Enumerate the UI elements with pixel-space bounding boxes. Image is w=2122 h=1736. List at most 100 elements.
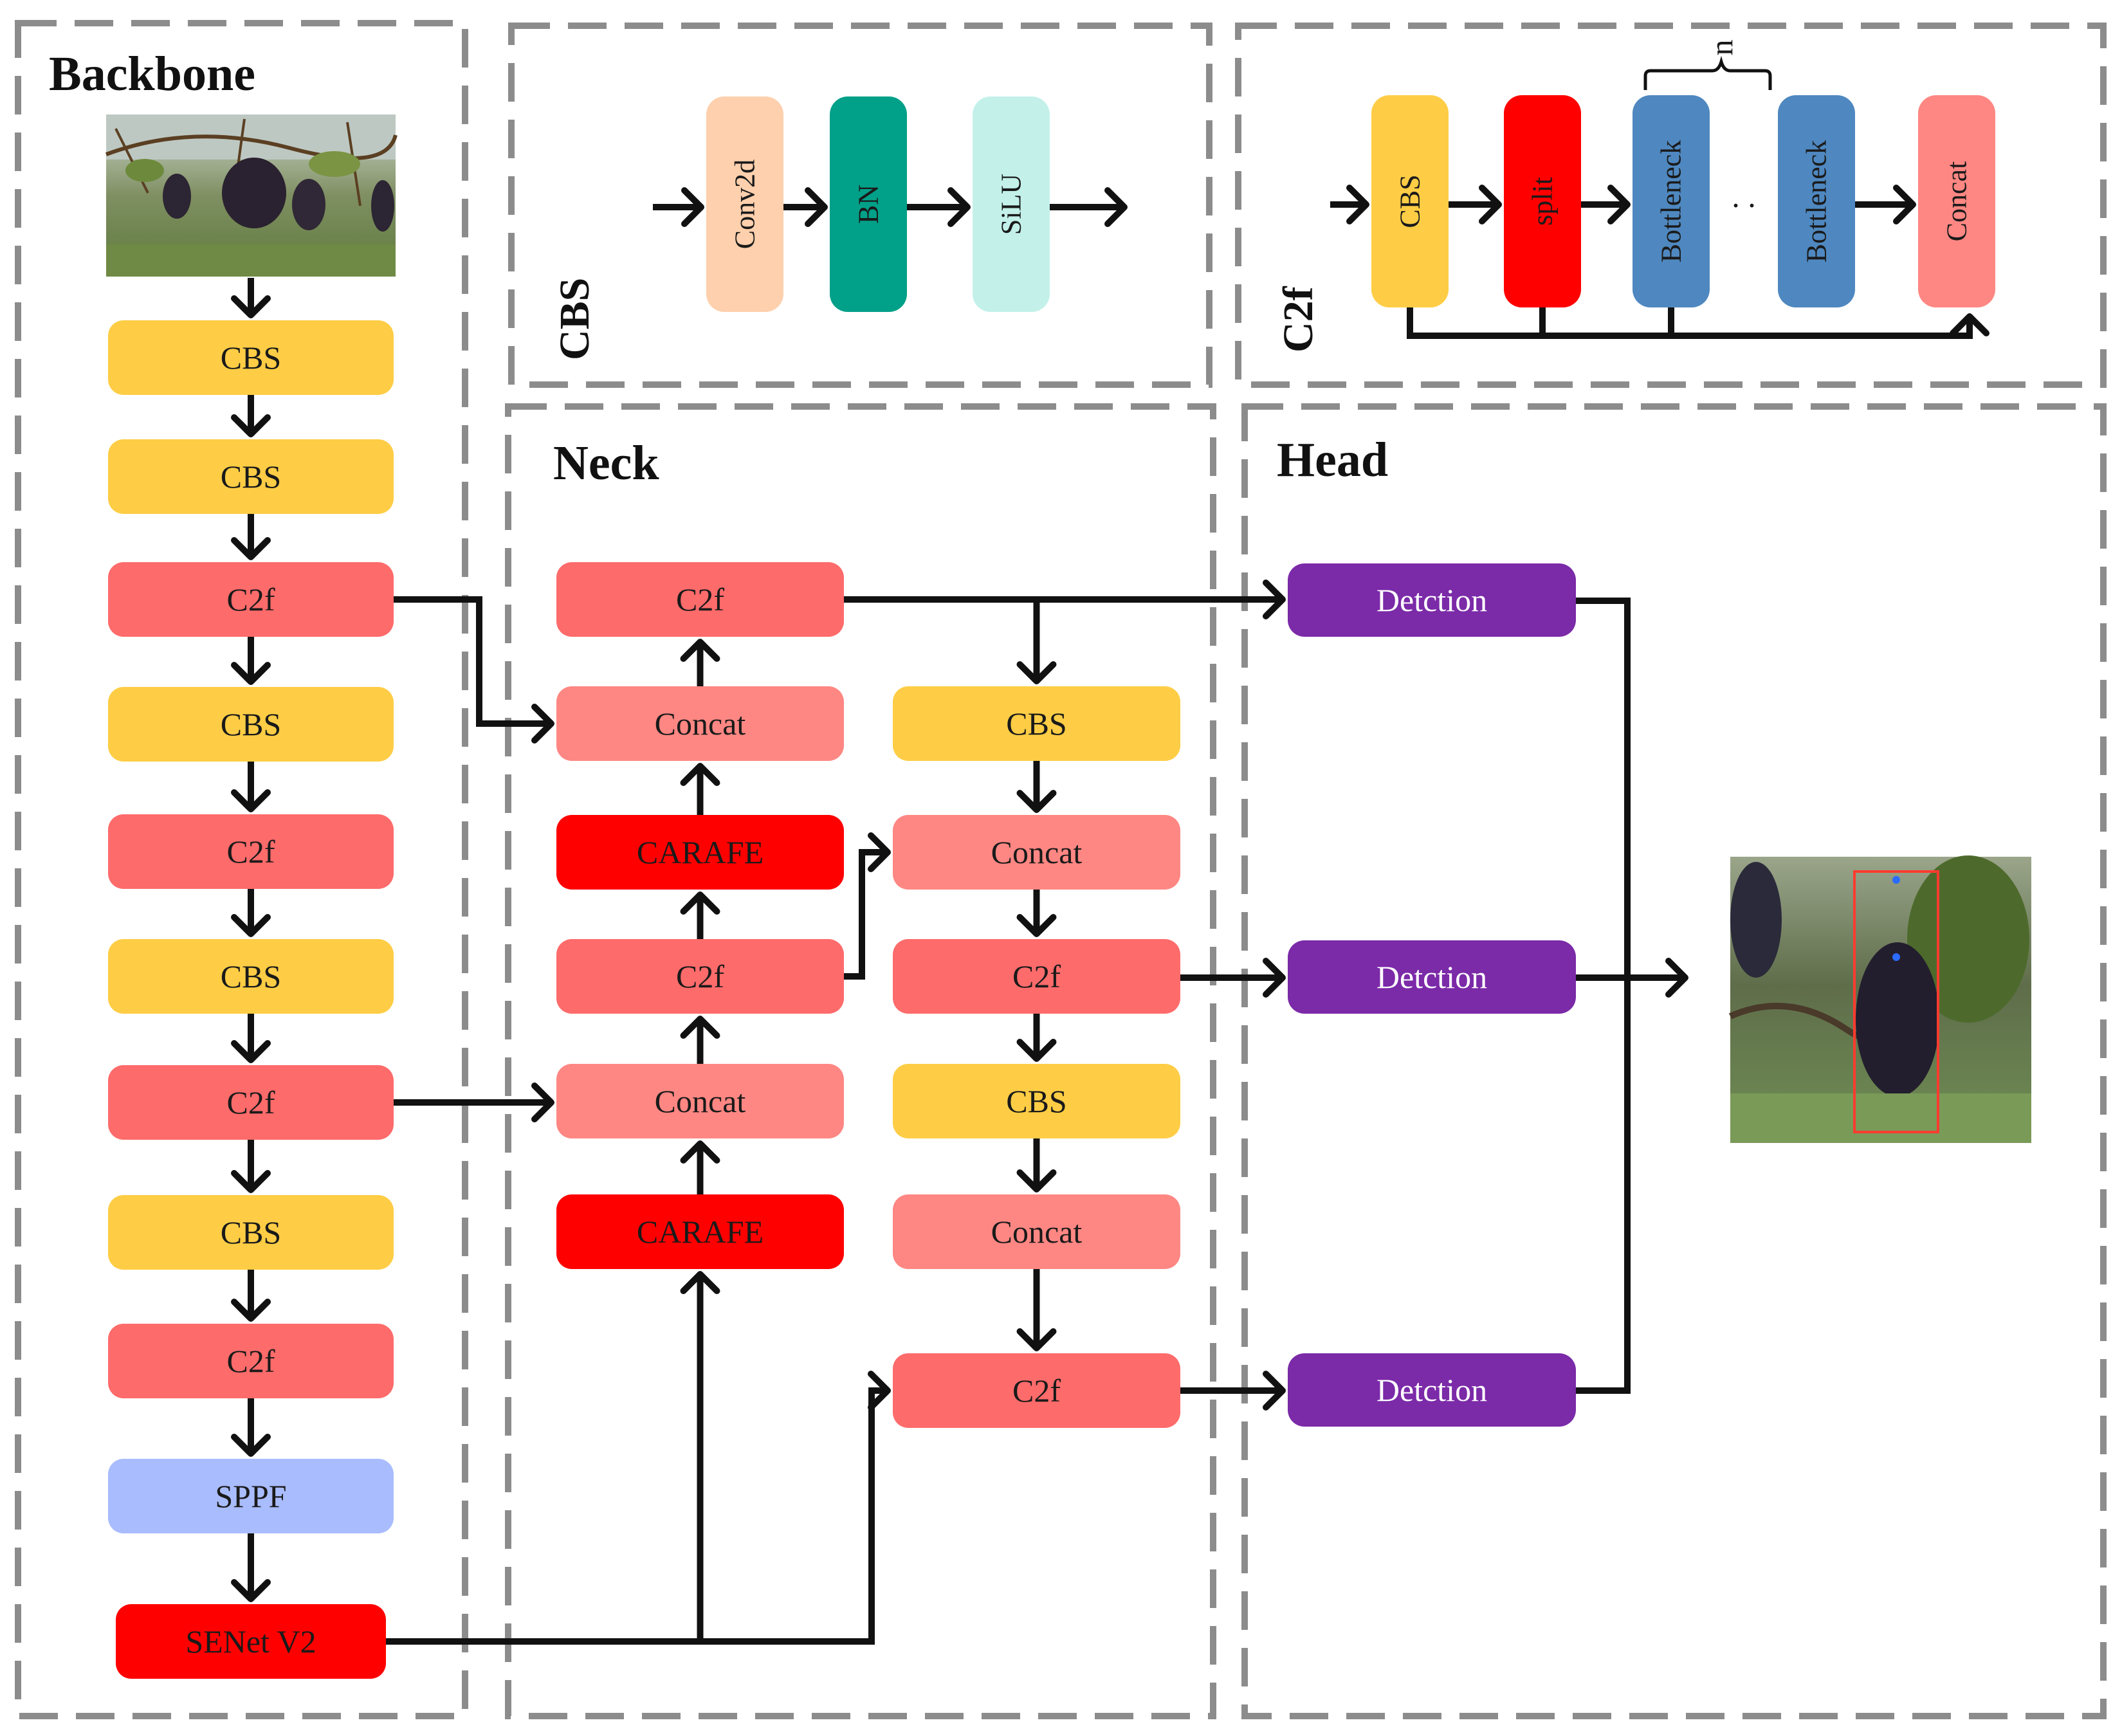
neck-right-node-5-label: Concat — [991, 1214, 1083, 1250]
backbone-node-3: C2f — [108, 562, 394, 637]
backbone-node-2: CBS — [108, 439, 394, 514]
edge-to-output-head — [1665, 958, 1688, 998]
neck-left-node-3-label: CARAFE — [637, 834, 764, 870]
edge-senet-to-carafe-head — [680, 1271, 720, 1294]
neck-left-edge-5-head — [680, 1140, 720, 1164]
head-detection-2-label: Detction — [1377, 959, 1487, 995]
neck-left-node-2: Concat — [556, 686, 844, 761]
backbone-node-6: CBS — [108, 939, 394, 1014]
neck-left-edge-2-head — [680, 763, 720, 786]
backbone-edge-1-head — [231, 414, 271, 437]
neck-right-edge-1-head — [1016, 790, 1057, 813]
neck-left-node-2-shape — [556, 686, 844, 761]
neck-left-node-6-label: CARAFE — [637, 1214, 764, 1250]
cbs-module-conv2d-label: Conv2d — [729, 160, 761, 249]
edge-p4-to-concat-head — [531, 1083, 554, 1122]
neck-left-node-1: C2f — [556, 562, 844, 637]
backbone-node-6-label: CBS — [221, 958, 282, 994]
backbone-node-10-shape — [108, 1459, 394, 1533]
neck-right-node-1-label: CBS — [1006, 706, 1067, 742]
backbone-node-7-shape — [108, 1065, 394, 1140]
neck-right-node-2-shape — [893, 815, 1180, 890]
c2f-detail-title: C2f — [1275, 286, 1322, 352]
backbone-node-2-shape — [108, 439, 394, 514]
neck-right-node-6: C2f — [893, 1353, 1180, 1428]
head-section — [1241, 403, 2107, 1719]
c2f-module-5-shape — [1918, 95, 1995, 307]
input-grape-image — [105, 114, 398, 277]
neck-left-node-5-label: Concat — [655, 1083, 746, 1119]
c2f-module-3-shape — [1633, 95, 1710, 307]
backbone-node-3-shape — [108, 562, 394, 637]
backbone-node-9: C2f — [108, 1324, 394, 1398]
c2f-module-2-shape — [1504, 95, 1581, 307]
c2f-module-edge-1-head — [1479, 185, 1502, 224]
annotations: . .n — [1643, 40, 1772, 214]
neck-left-node-6: CARAFE — [556, 1194, 844, 1269]
neck-left-node-6-shape — [556, 1194, 844, 1269]
backbone-node-8: CBS — [108, 1195, 394, 1270]
neck-right-node-3: C2f — [893, 939, 1180, 1014]
neck-right-node-6-shape — [893, 1353, 1180, 1428]
c2f-detail-section — [1235, 23, 2107, 388]
neck-left-node-1-shape — [556, 562, 844, 637]
backbone-node-4: CBS — [108, 687, 394, 762]
neck-right-node-2: Concat — [893, 815, 1180, 890]
c2f-module-3-label: Bottleneck — [1656, 140, 1687, 263]
backbone-node-11: SENet V2 — [116, 1604, 386, 1679]
backbone-edge-3-head — [231, 662, 271, 685]
head-detection-3-label: Detction — [1377, 1372, 1487, 1408]
cbs-detail-title: CBS — [551, 278, 598, 360]
edge-detections-merge — [1576, 598, 1631, 1394]
neck-left-node-2-label: Concat — [655, 706, 746, 742]
backbone-node-1: CBS — [108, 320, 394, 395]
c2f-module-1: CBS — [1371, 95, 1449, 307]
backbone-node-6-shape — [108, 939, 394, 1014]
cbs-module-conv2d: Conv2d — [706, 96, 783, 312]
backbone-node-8-shape — [108, 1195, 394, 1270]
neck-right-node-4-shape — [893, 1064, 1180, 1138]
backbone-node-1-label: CBS — [221, 340, 282, 376]
neck-left-node-3: CARAFE — [556, 815, 844, 890]
c2f-module-2-label: split — [1527, 177, 1559, 226]
edge-p3-to-concat — [394, 596, 551, 727]
cbs-module-edge-1-head — [805, 187, 828, 227]
c2f-module-edge-in-head — [1346, 185, 1369, 224]
neck-right-edge-2-head — [1016, 914, 1057, 937]
detection-bounding-box — [1853, 870, 1939, 1133]
edge-c2f-to-right-concat — [844, 849, 888, 980]
neck-right-node-4: CBS — [893, 1064, 1180, 1138]
neck-left-node-4-shape — [556, 939, 844, 1014]
output-detection-image — [1728, 855, 2031, 1143]
c2f-module-bypass — [1407, 307, 1973, 339]
edge-c2f-to-detection-2-head — [1263, 958, 1286, 998]
neck-right-node-3-label: C2f — [1012, 958, 1061, 994]
neck-right-edge-3-head — [1016, 1039, 1057, 1062]
backbone-edge-input-head — [231, 295, 271, 318]
backbone-section — [15, 20, 468, 1719]
backbone-edge-2-head — [231, 537, 271, 560]
neck-left-edge-1-head — [680, 639, 720, 662]
head-detection-1-shape — [1288, 563, 1576, 637]
c2f-module-bypass-head — [1950, 313, 1989, 336]
neck-left-edge-4-head — [680, 1016, 720, 1039]
cbs-module-edge-out-head — [1104, 187, 1128, 227]
edge-c2f-to-right-concat-head — [868, 832, 891, 872]
backbone-node-7-label: C2f — [227, 1084, 275, 1120]
c2f-module-repeat-brace — [1643, 55, 1772, 90]
cbs-module-bn-shape — [830, 96, 907, 312]
edge-c2f-to-detection-1-head — [1263, 580, 1286, 619]
c2f-module-5-label: Concat — [1941, 161, 1973, 242]
neck-left-node-4-label: C2f — [676, 958, 724, 994]
cbs-detail-section — [508, 23, 1212, 388]
backbone-edge-7-head — [231, 1170, 271, 1193]
cbs-module-silu-label: SiLU — [996, 174, 1027, 235]
c2f-module-1-shape — [1371, 95, 1449, 307]
c2f-module-3: Bottleneck — [1633, 95, 1710, 307]
neck-right-node-2-label: Concat — [991, 834, 1083, 870]
cbs-module-bn-label: BN — [853, 185, 884, 224]
edge-senet-to-c2f-head — [868, 1371, 891, 1411]
backbone-node-4-label: CBS — [221, 706, 282, 742]
